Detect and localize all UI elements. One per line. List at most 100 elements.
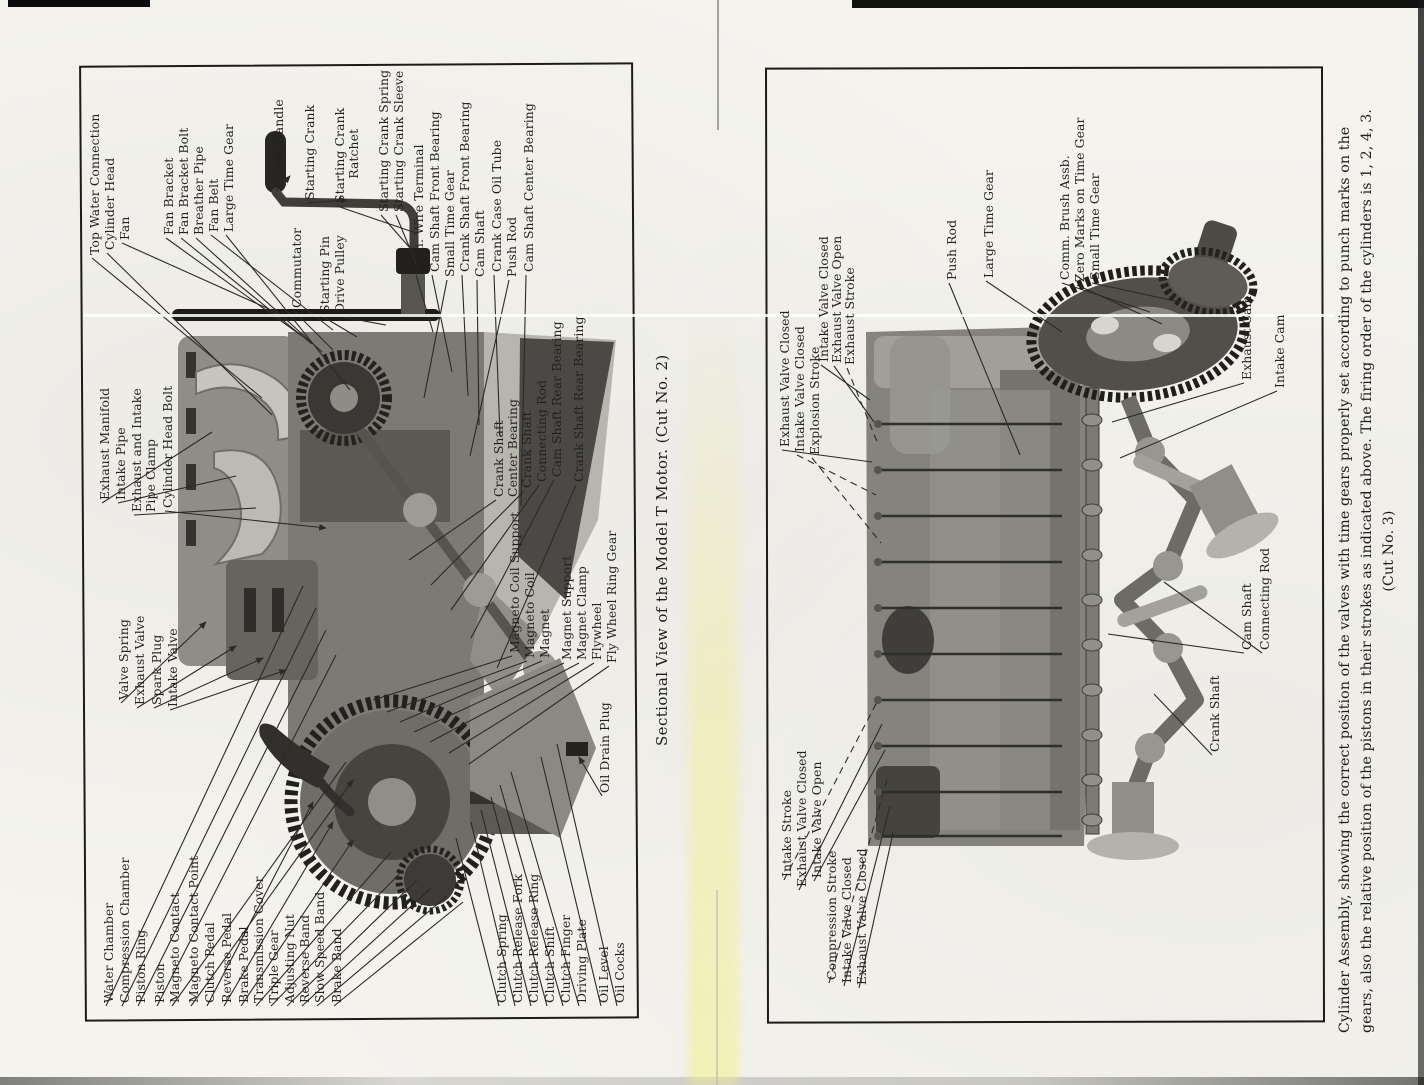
push-rod-end [874,512,882,520]
diagram-label: Large Time Gear [981,169,996,278]
leader-line [556,743,618,1007]
diagram-label: Flywheel [589,602,604,660]
leader-line [133,507,257,516]
scan-edge-right [1418,0,1424,1085]
diagram-label: Exhaust Cam [1239,295,1254,380]
push-rod-end [874,696,882,704]
cam-lobe [1081,813,1103,827]
diagram-label: Magneto Contact Point [186,855,201,1003]
diagram-label: Clutch Pedal [202,922,217,1003]
diagram-label: Clutch Release Fork [510,874,525,1003]
diagram-label: Magnet [537,609,552,658]
diagram-label: Cam Shaft Front Bearing [427,111,442,272]
leader-line [470,821,516,1007]
diagram-label: Cam Shaft Center Bearing [521,103,536,272]
diagram-label: Zero Marks on Time Gear [1072,117,1087,282]
leader-line [811,457,882,544]
diagram-label: Push Rod [504,216,519,277]
cam-lobes [1081,413,1103,827]
diagram-label: Intake Cam [1272,314,1287,388]
leader-line [399,660,543,723]
leader-line [380,214,411,249]
diagram-label: Exhaust Valve Closed [794,750,809,887]
leader-line [430,490,525,586]
diagram-label: Crank Handle [271,99,286,188]
push-rod-end [874,742,882,750]
leader-line [1119,390,1278,459]
cylinder-assembly-illustration [866,220,1279,860]
push-rod-end [874,650,882,658]
diagram-label: Cam Shaft [1239,583,1254,650]
diagram-label: Crank Shaft Rear Bearing [571,316,586,482]
push-rods [874,420,1062,840]
leader-line [106,252,273,416]
diagram-label: Cylinder Head Bolt [160,385,175,508]
diagram-label: Driving Plate [574,919,589,1003]
leader-line [450,484,540,611]
diagram-label: Drive Pulley [332,235,347,313]
push-rod-end [874,604,882,612]
leader-line [195,237,323,353]
push-rod-end [874,788,882,796]
leader-line [225,234,351,391]
leader-line [1107,633,1245,654]
leader-line [578,756,603,797]
leader-line [468,665,610,765]
leader-line [783,699,879,881]
leader-line [240,839,354,1007]
book-gutter-line-lower [716,890,718,1085]
leader-line [480,809,532,1007]
diagram-label: Clutch Release Ring [526,873,541,1003]
leader-line [301,887,432,1007]
leader-line [137,629,327,1007]
scan-artifact-line [84,314,1334,317]
leader-line [105,585,304,1007]
leader-line [1061,282,1151,313]
leader-line [469,279,510,457]
cam-lobe [1081,593,1103,607]
book-gutter-shadow [688,300,738,1085]
leader-line [813,749,886,882]
cam-lobe [1081,413,1103,427]
diagram-label: Clutch Spring [494,914,509,1003]
diagram-label: Exhaust Valve Closed [854,848,869,985]
diagram-label: Brake Pedal [236,926,251,1003]
leader-line [496,484,577,669]
diagram-label: Magneto Contact [167,892,182,1003]
diagram-label: Magneto Coil Support [507,511,522,653]
leader-line [1091,282,1181,303]
right-leader-lines [781,280,1278,989]
diagram-label: Water Chamber [101,902,116,1003]
diagram-label: Push Rod [944,219,959,280]
leader-line [948,282,1021,456]
diagram-label: Triple Gear [266,930,281,1003]
left-page-caption: Sectional View of the Model T Motor. (Cu… [653,354,671,746]
leader-line [121,242,281,315]
cam-lobe [1081,728,1103,742]
leader-line [165,237,303,337]
leader-line [372,655,513,701]
leader-line [490,796,548,1007]
diagram-label: Compression Stroke [824,850,839,980]
diagram-label: Exhaust Stroke [842,267,857,365]
diagram-label: Crank Shaft [1207,675,1222,752]
leader-line [1111,382,1245,423]
leader-line [336,205,414,233]
book-gutter-line [717,0,719,130]
cam-lobe [1081,773,1103,787]
leader-line [255,851,392,1007]
leader-line [293,310,334,351]
leader-line [190,779,354,1007]
diagram-label: Oil Drain Plug [597,702,612,793]
leader-line [476,279,480,426]
leader-line [136,645,237,709]
diagram-label: Comm. Brush Assb. [1057,155,1072,280]
leader-line [540,756,602,1007]
diagram-label: Adjusting Nut [282,914,297,1003]
leader-line [120,621,207,704]
leader-line [306,197,348,204]
leader-line [156,654,337,1007]
leader-line [833,365,875,423]
diagram-label: Fan [117,216,132,240]
diagram-label: Valve Spring [116,619,131,700]
